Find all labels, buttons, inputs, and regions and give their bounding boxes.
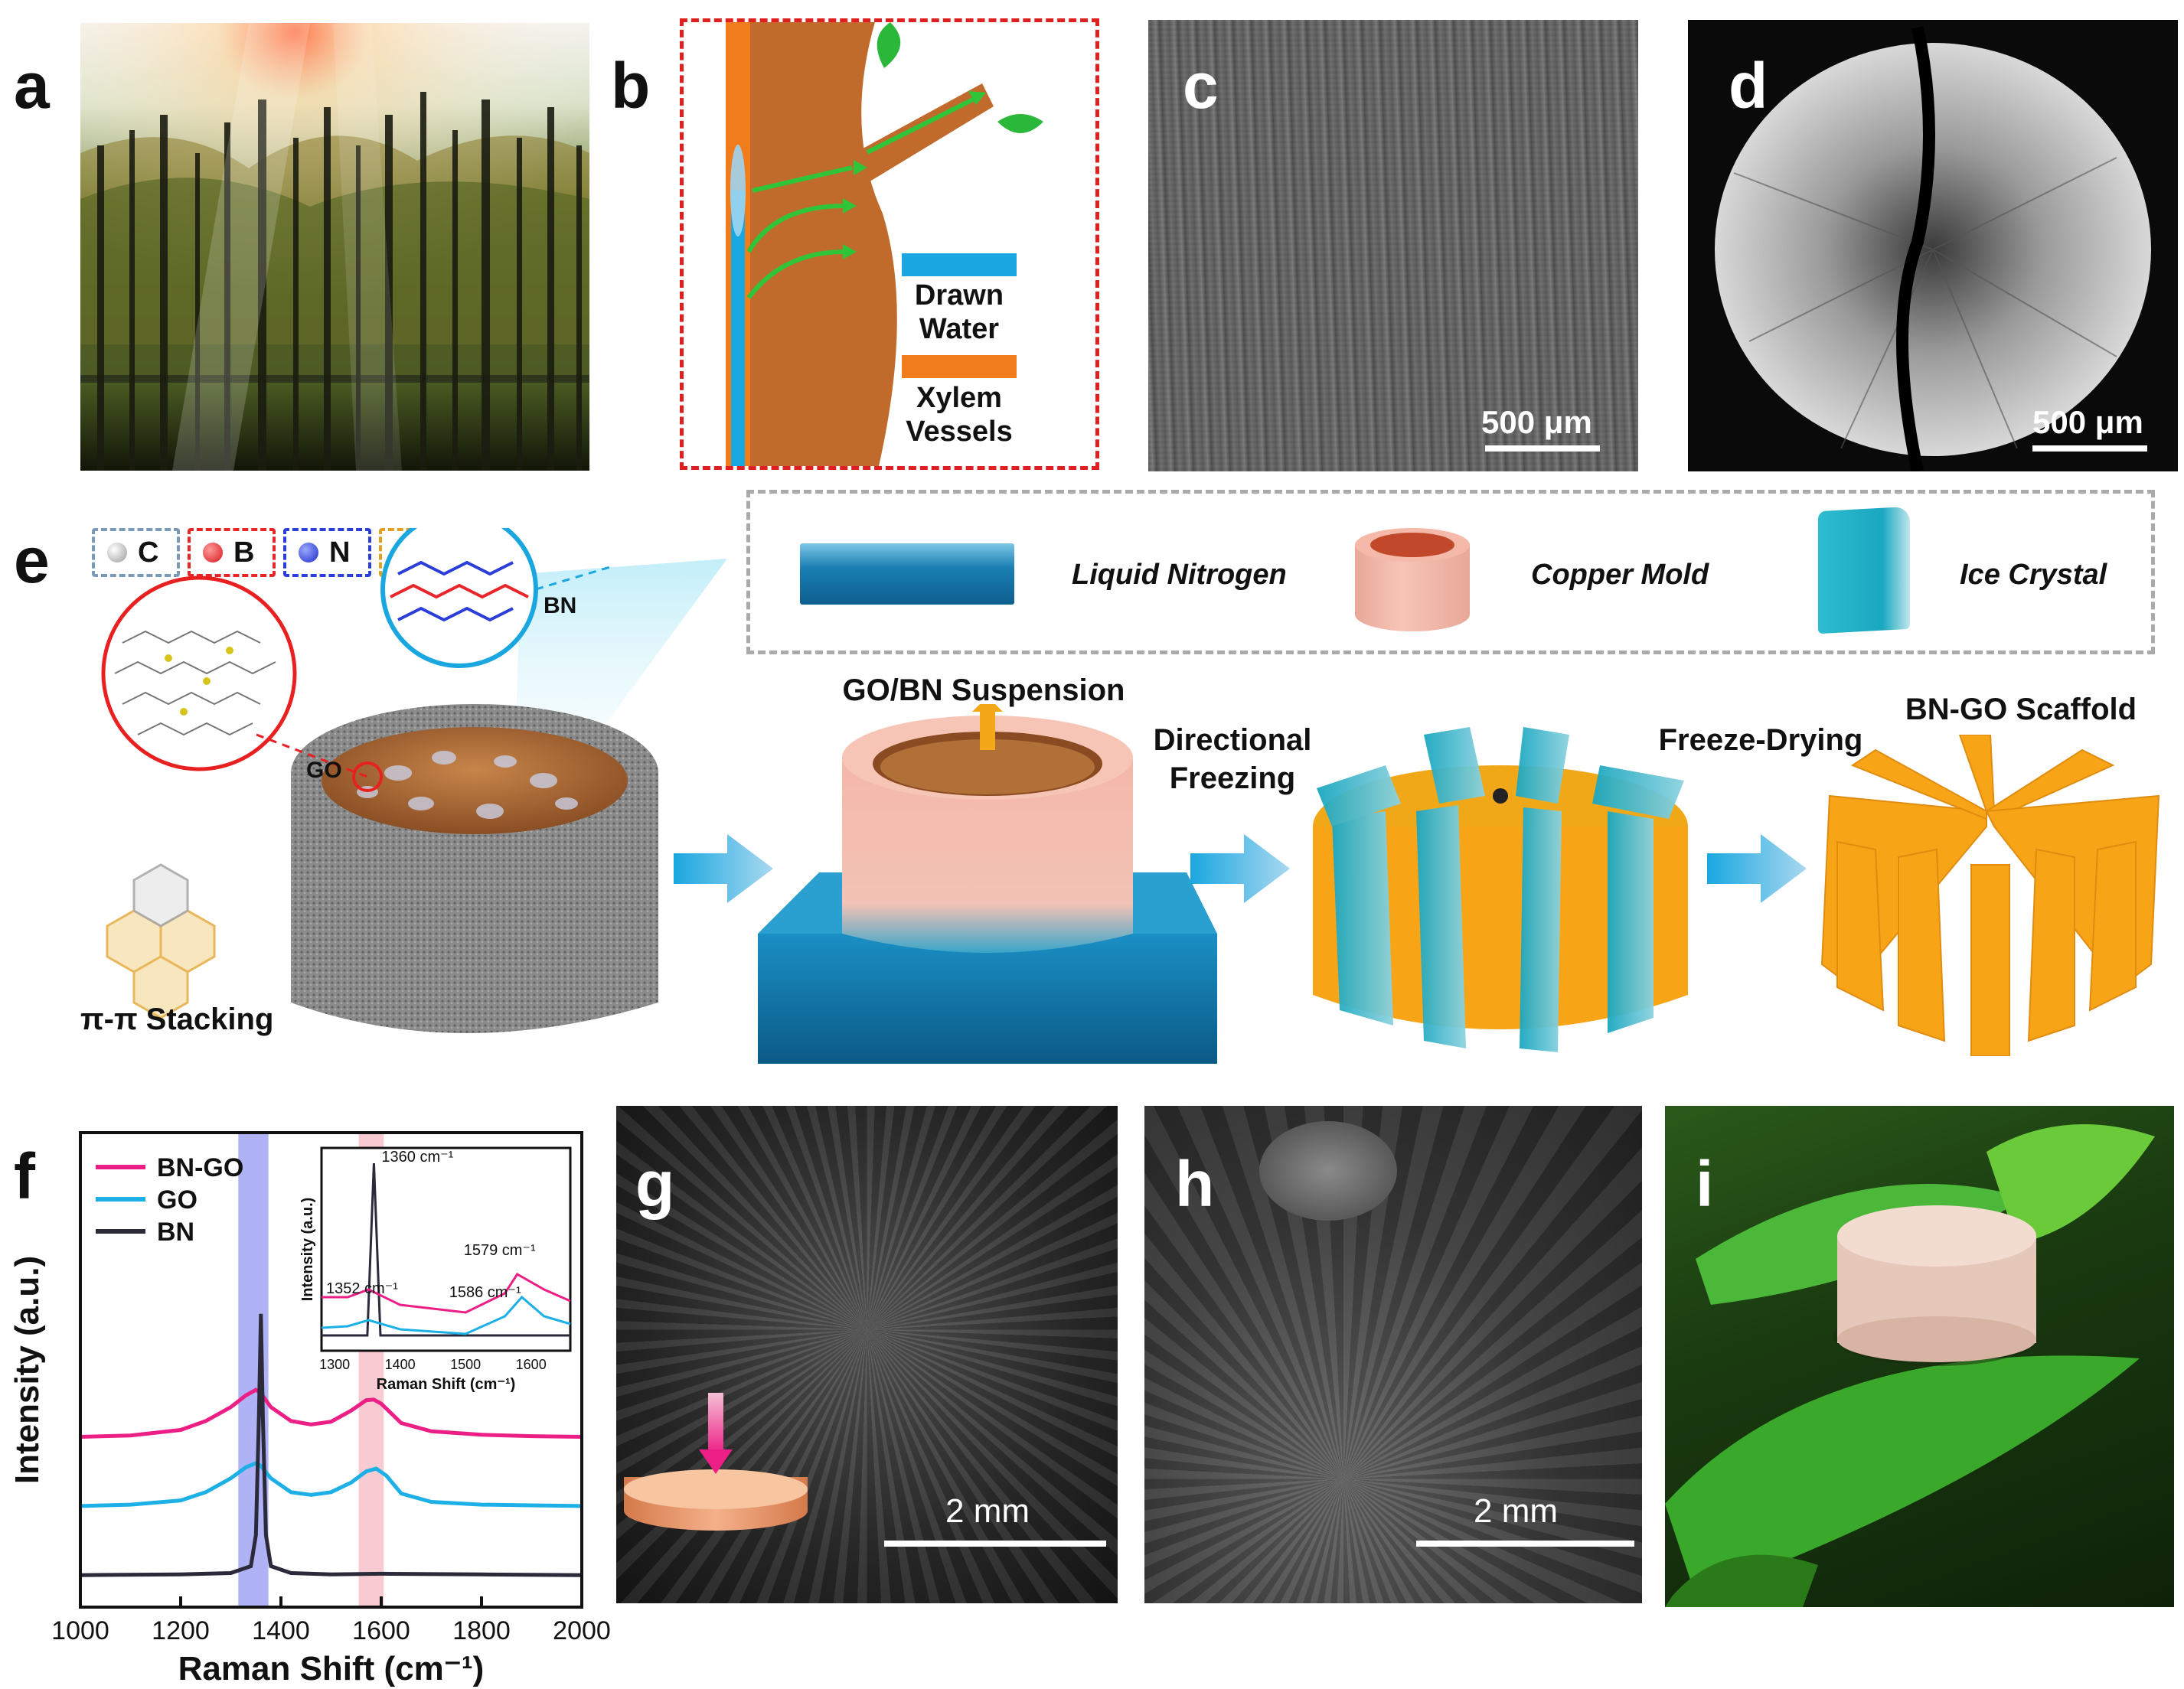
liquid-nitrogen-icon — [800, 543, 1014, 605]
series-line-go — [80, 1461, 583, 1508]
plot-frame — [79, 1131, 583, 1609]
x-tick-label-1600: 1600 — [352, 1616, 410, 1645]
carbon-ball-icon — [107, 543, 127, 562]
scale-bar-c — [1485, 445, 1600, 452]
inset-x-tick-label-1600: 1600 — [516, 1357, 547, 1372]
y-axis-label: Intensity (a.u.) — [8, 1256, 46, 1484]
pi-stacking-label: π-π Stacking — [80, 1003, 274, 1036]
x-tick-label-2000: 2000 — [553, 1616, 611, 1645]
panel-letter-d: d — [1729, 50, 1768, 122]
inset-annotation-1586: 1586 cm⁻¹ — [449, 1284, 521, 1301]
inset-annotation-1579: 1579 cm⁻¹ — [464, 1242, 536, 1259]
panel-h-sem-cross-section — [1144, 1106, 1642, 1603]
scaffold-label: BN-GO Scaffold — [1905, 693, 2137, 726]
x-tick-label-1200: 1200 — [152, 1616, 210, 1645]
highlight-band-0 — [238, 1133, 269, 1607]
flow-arrow-1-icon — [674, 834, 773, 903]
x-axis-label: Raman Shift (cm⁻¹) — [178, 1650, 485, 1687]
element-chip-c: C — [92, 528, 180, 577]
inset-series-go — [321, 1295, 571, 1335]
legend-label-bn-go: BN-GO — [157, 1153, 243, 1182]
x-tick-label-1400: 1400 — [252, 1616, 310, 1645]
x-tick-label-1800: 1800 — [452, 1616, 511, 1645]
element-label-b: B — [233, 536, 255, 569]
panel-c-sem-longitudinal — [1148, 20, 1638, 471]
element-chip-b: B — [188, 528, 276, 577]
legend-drawn-water-swatch — [902, 253, 1017, 276]
ice-crystal-icon — [1818, 506, 1910, 634]
scale-label-c: 500 μm — [1481, 404, 1592, 440]
materials-legend-box — [746, 490, 2155, 654]
boron-ball-icon — [203, 543, 223, 562]
inset-x-tick-label-1300: 1300 — [319, 1357, 350, 1372]
cross-section-illustration — [1715, 26, 2151, 471]
panel-letter-g: g — [635, 1148, 675, 1220]
panel-letter-f: f — [14, 1140, 35, 1212]
xylem-schematic — [726, 22, 1043, 466]
inset-x-tick-label-1500: 1500 — [450, 1357, 481, 1372]
panel-letter-i: i — [1696, 1148, 1714, 1220]
inset-y-axis-label: Intensity (a.u.) — [299, 1198, 316, 1302]
panel-letter-a: a — [14, 50, 50, 122]
go-label: GO — [306, 758, 342, 783]
legend-xylem-line2: Vessels — [906, 416, 1013, 448]
scale-label-h: 2 mm — [1474, 1492, 1558, 1530]
directional-freezing-line2: Freezing — [1169, 761, 1296, 795]
legend-liquid-nitrogen: Liquid Nitrogen — [1072, 559, 1287, 591]
scale-label-d: 500 μm — [2032, 404, 2143, 440]
go-container-illustration — [101, 528, 727, 1033]
inset-annotation-1360: 1360 cm⁻¹ — [381, 1149, 453, 1166]
scale-bar-g — [884, 1541, 1106, 1547]
x-tick-label-1000: 1000 — [51, 1616, 109, 1645]
nitrogen-ball-icon — [299, 543, 318, 562]
legend-xylem-line1: Xylem — [916, 382, 1002, 414]
element-label-c: C — [138, 536, 159, 569]
panel-d-sem-cross-section — [1688, 20, 2178, 471]
series-line-bn-go — [80, 1387, 583, 1439]
scaffold-illustration — [1820, 735, 2160, 1056]
panel-i-leaf-photo — [1665, 1106, 2174, 1607]
inset-annotation-1352: 1352 cm⁻¹ — [326, 1280, 398, 1297]
frozen-structure-illustration — [1313, 727, 1688, 1052]
element-chip-n: N — [283, 528, 371, 577]
inset-x-axis-label: Raman Shift (cm⁻¹) — [377, 1376, 516, 1393]
panel-b-frame: Drawn Water Xylem Vessels — [680, 18, 1099, 470]
forest-illustration — [80, 23, 589, 471]
panel-letter-h: h — [1175, 1148, 1215, 1220]
series-line-bn — [80, 1313, 583, 1577]
scale-label-g: 2 mm — [945, 1492, 1030, 1530]
flow-arrow-3-icon — [1707, 834, 1807, 903]
directional-freezing-line1: Directional — [1153, 723, 1312, 757]
scale-bar-d — [2032, 445, 2147, 452]
legend-drawn-water-line1: Drawn — [914, 279, 1004, 311]
panel-letter-b: b — [611, 50, 651, 122]
inset-series-bn-go — [322, 1272, 571, 1314]
panel-a-forest-photo — [80, 23, 589, 471]
legend-copper-mold: Copper Mold — [1531, 559, 1709, 591]
suspension-label: GO/BN Suspension — [842, 673, 1125, 707]
legend-label-bn: BN — [157, 1218, 194, 1247]
legend-label-go: GO — [157, 1185, 198, 1215]
legend-xylem-swatch — [902, 355, 1017, 378]
copper-mold-icon — [1355, 528, 1470, 635]
inset-series-bn — [322, 1162, 570, 1337]
inset-x-tick-label-1400: 1400 — [385, 1357, 416, 1372]
copper-disk-icon — [624, 1393, 808, 1546]
legend-drawn-water-line2: Water — [919, 313, 1000, 345]
flow-arrow-2-icon — [1190, 834, 1290, 903]
inset-frame — [320, 1146, 572, 1352]
panel-letter-c: c — [1183, 50, 1219, 122]
suspension-mold-illustration — [758, 704, 1217, 1064]
element-label-n: N — [329, 536, 351, 569]
legend-ice-crystal: Ice Crystal — [1960, 559, 2107, 591]
scale-bar-h — [1416, 1541, 1634, 1547]
freeze-drying-label: Freeze-Drying — [1658, 723, 1863, 757]
bn-label: BN — [544, 593, 577, 618]
panel-letter-e: e — [14, 524, 50, 596]
